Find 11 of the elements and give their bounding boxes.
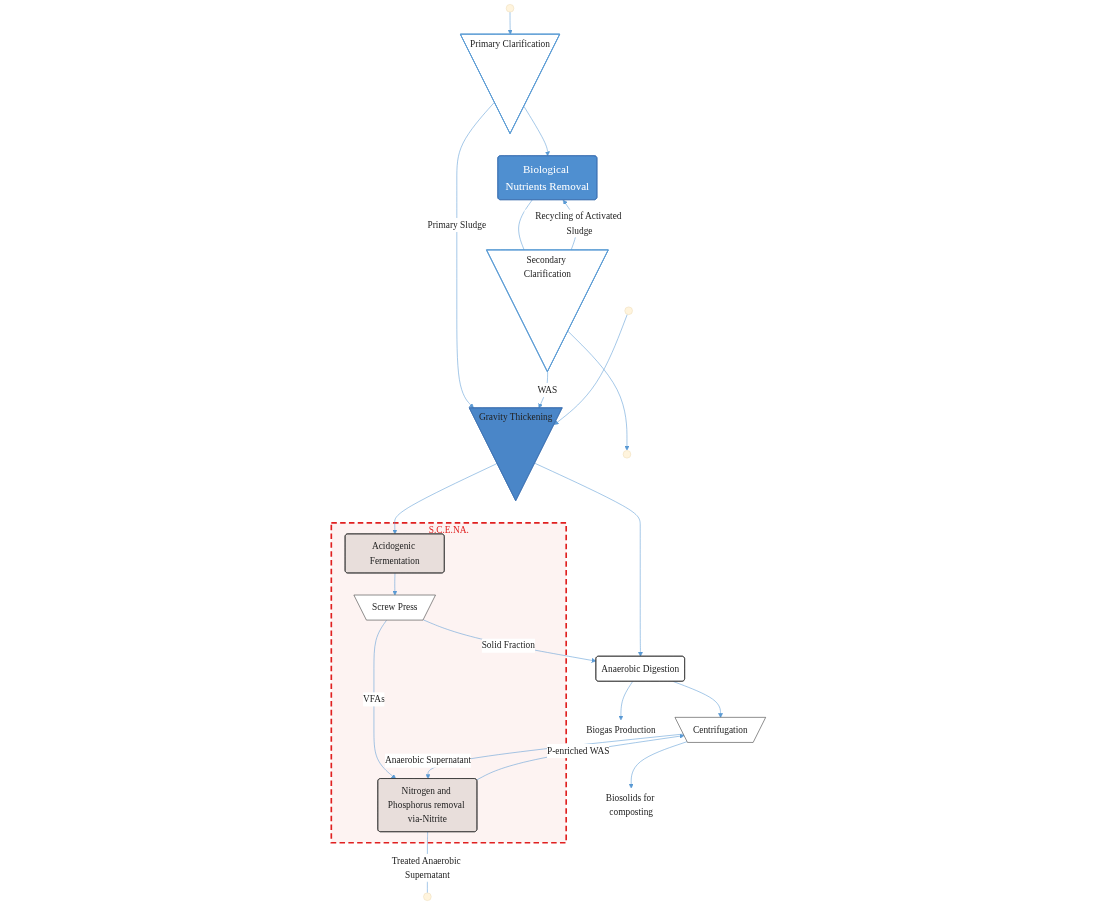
edge-label: Primary Sludge [427, 219, 487, 230]
edge-label: P-enriched WAS [546, 745, 610, 757]
edge-label: VFAs [363, 693, 385, 705]
edge-label: Recycling of Activated Sludge [535, 211, 622, 236]
connector [518, 199, 533, 251]
edge-label: Anaerobic Supernatant [384, 755, 472, 766]
edge-label: Solid Fraction [481, 640, 535, 651]
node-text: Biosolids for composting [605, 792, 655, 818]
node-text: Biogas Production [586, 724, 656, 735]
edge-label: WAS [537, 384, 558, 395]
edge-label: Treated Anaerobic Supernatant [391, 855, 461, 880]
